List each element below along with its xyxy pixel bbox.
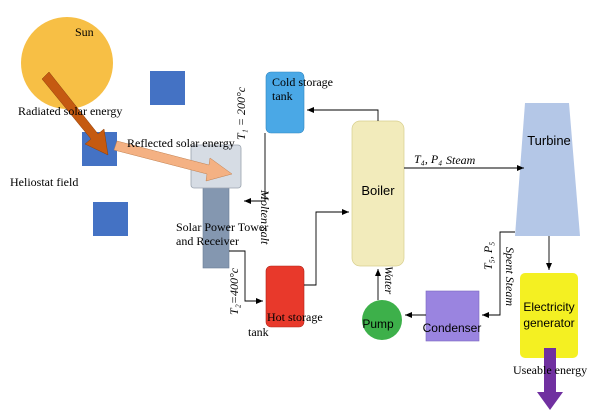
sun-shape	[21, 17, 113, 109]
radiated-energy-arrow	[41, 71, 109, 156]
hot-tank-label-line2: tank	[248, 325, 269, 339]
useable-energy-arrow	[537, 348, 563, 410]
sun-label: Sun	[75, 25, 94, 39]
t4p4-label: T₄, P₄	[414, 152, 442, 166]
useable-energy-label: Useable energy	[513, 363, 587, 377]
water-label: Water	[382, 266, 396, 295]
flow-cold-tank-to-receiver	[244, 133, 266, 204]
pump	[362, 300, 402, 340]
generator-label-line1: Electricity	[523, 300, 574, 314]
t2-label: T₂=400°c	[227, 267, 241, 315]
condenser-label: Condenser	[423, 321, 482, 335]
tower-label-line2: and Receiver	[176, 234, 239, 248]
generator-label-line2: generator	[523, 316, 574, 330]
flow-spent-steam-to-condenser	[482, 231, 515, 318]
flow-tower-to-hot-tank	[229, 250, 263, 304]
cold-tank-label-line2: tank	[272, 89, 293, 103]
hot-storage-tank	[265, 265, 305, 328]
molten-salt-label: Molten salt	[258, 189, 272, 245]
t1-label: T₁ = 200°c	[234, 86, 248, 140]
t5p5-label: T₅, P₅	[481, 242, 495, 270]
turbine-label: Turbine	[527, 133, 571, 148]
heliostat-mirror-bottom	[93, 202, 128, 236]
steam-label: Steam	[446, 153, 476, 167]
turbine	[515, 103, 580, 236]
hot-tank-label-line1: Hot storage	[267, 310, 323, 324]
flow-boiler-to-cold-tank	[307, 107, 379, 121]
cold-tank-label-line1: Cold storage	[272, 75, 333, 89]
cold-storage-tank	[265, 71, 305, 134]
heliostat-mirror-top	[150, 71, 185, 105]
boiler-label: Boiler	[361, 183, 395, 198]
reflected-energy-arrow	[113, 140, 233, 182]
pump-label: Pump	[362, 317, 394, 331]
solar-tower	[202, 179, 230, 269]
electricity-generator	[520, 273, 578, 358]
heliostat-field-label: Heliostat field	[10, 175, 78, 189]
tower-label-line1: Solar Power Tower	[176, 220, 268, 234]
reflected-energy-label: Reflected solar energy	[127, 136, 235, 150]
spent-steam-label: Spent Steam	[503, 247, 517, 306]
flow-hot-tank-to-boiler	[304, 209, 349, 286]
radiated-energy-label: Radiated solar energy	[18, 104, 122, 118]
condenser	[425, 290, 480, 342]
